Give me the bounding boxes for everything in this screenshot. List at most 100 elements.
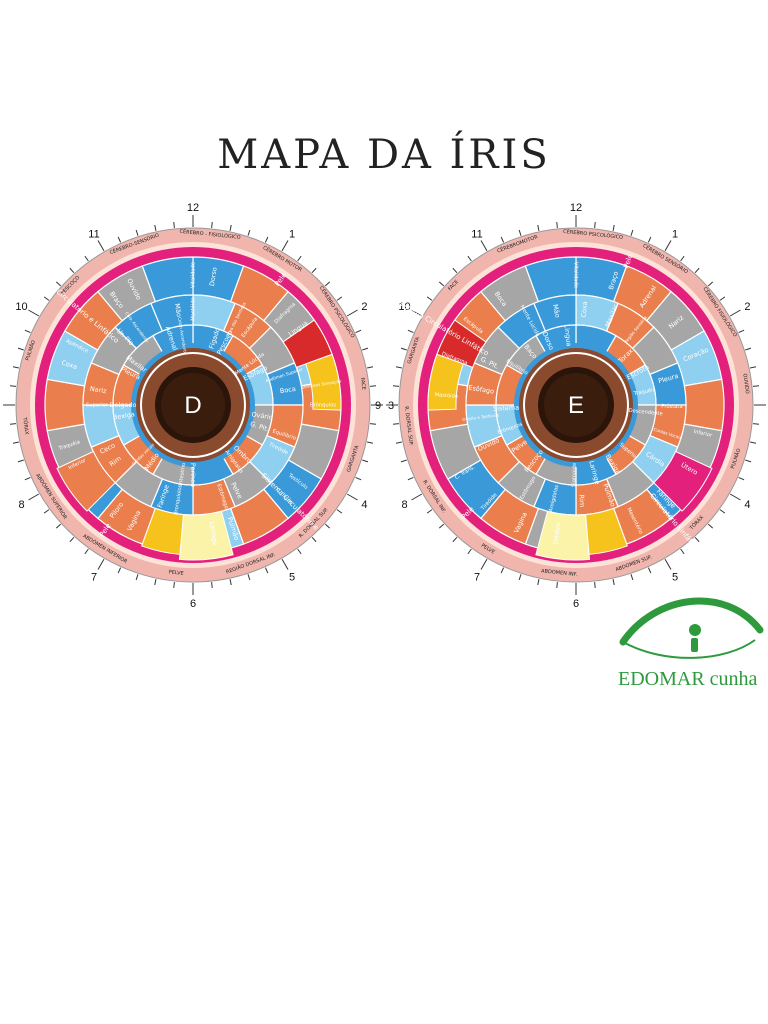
left-iris-tick <box>630 229 634 236</box>
left-iris-hour-11: 11 <box>471 229 482 241</box>
right-iris-zone-label: Sensores Sensação <box>301 378 342 389</box>
left-iris-tick <box>411 493 423 501</box>
right-iris-tick <box>355 476 362 481</box>
left-iris-outer-label: OUVIDO <box>741 373 749 394</box>
left-iris-zone-label: Sistema <box>493 404 520 413</box>
left-iris-tick <box>467 548 472 555</box>
right-iris-tick <box>281 558 289 570</box>
left-iris-tick <box>480 240 488 252</box>
left-iris-center-letter: E <box>568 392 584 419</box>
right-iris-tick <box>17 347 24 351</box>
right-iris-tick <box>69 267 75 274</box>
right-iris-accent-zone <box>282 319 333 369</box>
right-iris-tick <box>69 536 75 543</box>
left-iris-tick <box>612 579 615 586</box>
left-iris-tick <box>647 236 652 243</box>
left-iris-hour-8: 8 <box>401 499 407 511</box>
left-iris-zone-label: Inferior <box>693 429 713 439</box>
right-iris-accent-zone <box>141 507 184 555</box>
left-iris-hour-7: 7 <box>474 571 480 583</box>
right-iris-tick <box>117 567 122 574</box>
right-iris-tick <box>264 236 269 243</box>
left-iris-zone-label: Mastóide <box>434 391 458 400</box>
left-iris-accent-zone <box>436 319 487 369</box>
right-iris-tick <box>9 423 17 425</box>
left-iris-zone-label: Lingua <box>562 324 573 347</box>
right-iris-zone-label: Colon Ascendente <box>177 317 188 356</box>
left-iris-outer-label: R. DORSAL SUP. <box>403 406 414 446</box>
right-iris-tick <box>229 579 232 586</box>
left-iris-tick <box>407 329 414 334</box>
right-iris-tick <box>43 509 50 514</box>
left-iris-tick <box>707 523 714 529</box>
logo-brand: EDOMAR <box>618 668 705 690</box>
right-iris-zone-label: Nariz <box>89 385 107 396</box>
left-iris-zone-label: Próstata <box>661 403 682 410</box>
right-iris-accent-zone <box>56 450 116 512</box>
right-iris-outer-label: PELVE <box>168 569 184 576</box>
right-iris-tick <box>12 441 19 444</box>
right-iris-hour-10: 10 <box>15 301 27 313</box>
left-iris-tick <box>426 509 433 514</box>
right-iris-tick <box>24 476 31 481</box>
edomar-logo: EDOMAR cunha <box>615 590 765 700</box>
left-iris-tick <box>752 423 760 425</box>
right-iris-tick <box>24 329 31 334</box>
right-iris-zone-label: Mão <box>173 303 183 318</box>
left-iris-tick <box>750 366 757 369</box>
right-iris-tick <box>324 523 331 529</box>
left-iris-tick <box>500 236 505 243</box>
left-iris-tick <box>750 441 757 444</box>
right-iris-tick <box>281 240 289 252</box>
left-iris-zone-label: Mão <box>551 304 562 319</box>
eye-logo-icon <box>619 597 764 659</box>
left-iris-hour-9: 9 <box>375 400 381 412</box>
right-iris-zone-label: Vitalidade <box>191 262 197 288</box>
left-iris-tick <box>438 523 445 529</box>
right-iris-tick <box>84 255 89 262</box>
right-iris-tick <box>346 493 358 501</box>
left-iris-tick <box>594 581 596 589</box>
left-iris-tick <box>518 574 522 581</box>
left-iris-tick <box>407 476 414 481</box>
right-iris-tick-ring <box>3 215 383 595</box>
right-iris-hour-11: 11 <box>88 229 99 241</box>
left-iris-zone-label: Traquéia <box>632 386 656 397</box>
right-iris-tick <box>297 255 302 262</box>
left-iris-zone-label: Rim <box>577 494 586 507</box>
left-iris-tick <box>729 493 741 501</box>
right-iris-center-letter: D <box>184 392 201 419</box>
right-iris-accent-zone <box>305 353 342 411</box>
left-iris-hour-1: 1 <box>672 229 678 241</box>
right-iris-zone-label: Intestino <box>178 463 187 486</box>
logo-surname: cunha <box>709 668 758 690</box>
right-iris-tick <box>324 281 331 287</box>
right-iris-zone-label: Mastóide <box>190 297 197 321</box>
left-iris-tick <box>537 579 540 586</box>
left-iris-zones <box>427 256 725 561</box>
right-iris-tick <box>84 548 89 555</box>
right-iris-zone-label: Bronquiolos <box>173 484 184 515</box>
left-iris-tick <box>395 366 402 369</box>
right-iris-collarette <box>140 352 246 458</box>
left-iris-tick <box>594 221 596 229</box>
left-iris-hour-10: 10 <box>398 301 410 313</box>
left-iris-pupil-inner <box>544 373 608 437</box>
left-iris-tick <box>694 536 700 543</box>
right-iris-outer-label: TÓRAX <box>21 416 30 435</box>
left-iris-tick <box>707 281 714 287</box>
right-iris-tick <box>367 366 374 369</box>
right-iris-tick <box>369 423 377 425</box>
left-iris-tick <box>556 221 558 229</box>
left-iris-hour-5: 5 <box>672 571 678 583</box>
right-iris-tick <box>154 224 157 231</box>
left-iris-tick <box>467 255 472 262</box>
right-iris-tick <box>336 509 343 514</box>
right-iris-hour-3: 3 <box>388 400 394 412</box>
left-iris-tick <box>612 224 615 231</box>
right-iris-hour-8: 8 <box>18 499 24 511</box>
right-iris-tick <box>355 329 362 334</box>
right-iris-tick <box>369 385 377 387</box>
right-iris-tick <box>135 229 139 236</box>
page-title: MAPA DA ÍRIS <box>217 132 551 178</box>
